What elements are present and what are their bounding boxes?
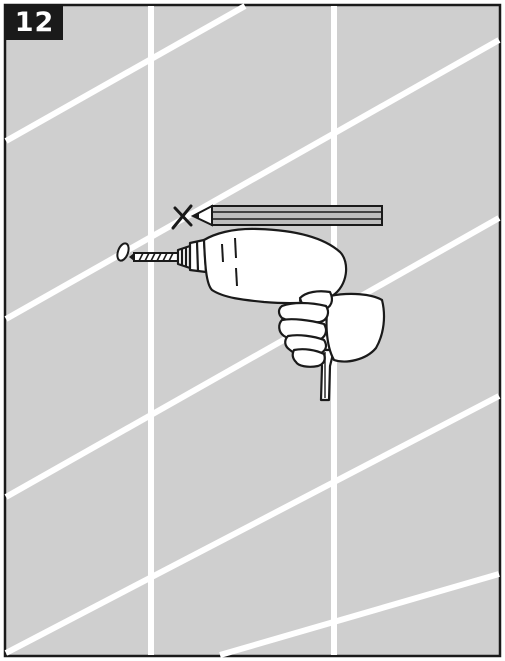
drill-bit-icon: [129, 252, 179, 262]
x-mark-icon: [171, 204, 193, 230]
wall-background: [3, 3, 502, 658]
wall-plug-icon: [116, 242, 130, 262]
tile-grout-lines: [4, 3, 501, 658]
hand-icon: [277, 290, 386, 368]
pencil-icon: [190, 204, 383, 227]
step-number-badge: 12: [6, 6, 63, 40]
